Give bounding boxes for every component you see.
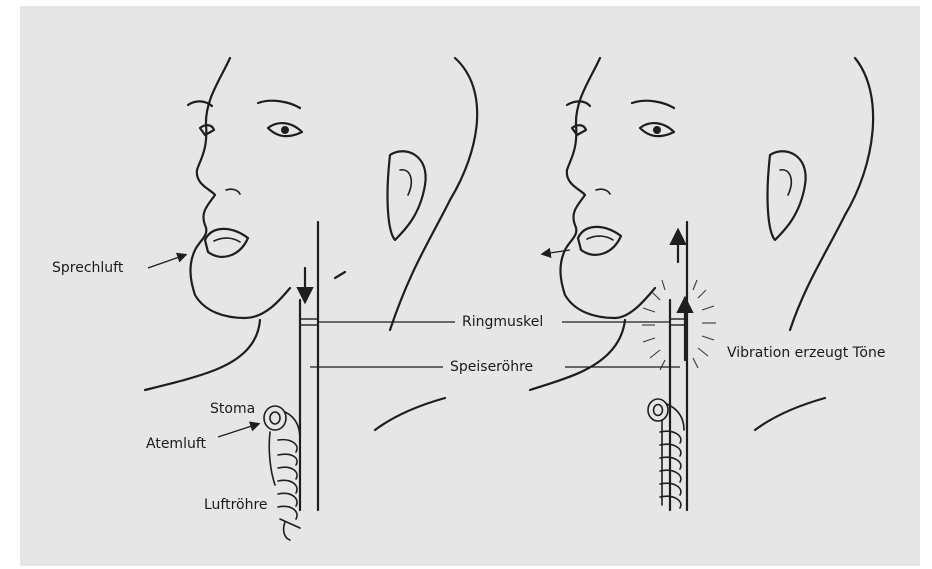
left-head-profile (145, 58, 477, 540)
label-stoma: Stoma (210, 401, 255, 417)
label-ringmuskel: Ringmuskel (462, 314, 543, 330)
right-head-profile (530, 58, 873, 510)
label-sprechluft: Sprechluft (52, 260, 123, 276)
label-atemluft: Atemluft (146, 436, 206, 452)
label-luftroehre: Luftröhre (204, 497, 268, 513)
label-vibration: Vibration erzeugt Töne (727, 345, 885, 361)
label-speiseroehre: Speiseröhre (450, 359, 533, 375)
